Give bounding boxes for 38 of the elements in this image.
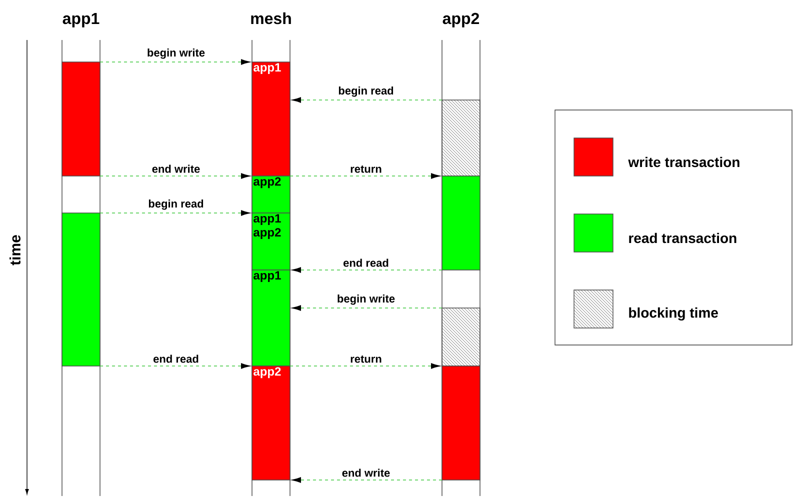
lane-heading: app1: [62, 13, 100, 28]
edge-label: end read: [342, 258, 390, 268]
edge-label: begin read: [337, 86, 395, 98]
transaction-block: app2: [252, 366, 290, 480]
transaction-block: [62, 62, 100, 176]
blocking-block: [442, 100, 480, 176]
lane-heading: mesh: [251, 12, 291, 24]
message-arrow: [100, 363, 250, 369]
edge-label: begin write: [146, 48, 206, 60]
lane-heading: app2: [442, 12, 480, 28]
transaction-block: app1 app2: [252, 212, 290, 270]
transaction-block: app1: [252, 270, 290, 366]
transaction-block: [62, 212, 100, 366]
transaction-block: app1: [252, 62, 290, 176]
legend-label: read transaction: [629, 232, 736, 244]
axis-label: time: [10, 235, 21, 266]
transaction-block: [442, 366, 480, 480]
message-arrow: [290, 363, 440, 369]
edge-label: begin write: [336, 294, 396, 306]
message-arrow: [292, 305, 442, 311]
message-arrow: [292, 97, 442, 103]
blocking-block: [442, 308, 480, 366]
edge-label: return: [349, 164, 383, 174]
message-arrow: [100, 210, 250, 216]
edge-label: end read: [152, 354, 200, 364]
message-arrow: [290, 173, 440, 179]
transaction-block: app2: [252, 176, 290, 214]
edge-label: return: [349, 354, 383, 364]
edge-label: end write: [150, 164, 202, 174]
legend-label: write transaction: [628, 156, 740, 168]
legend-label: blocking time: [629, 307, 718, 321]
transaction-block: [442, 176, 480, 270]
edge-label: end write: [340, 468, 392, 478]
message-arrow: [100, 173, 250, 179]
message-arrow: [292, 267, 442, 273]
message-arrow: [100, 59, 250, 65]
edge-label: begin read: [147, 198, 205, 211]
message-arrow: [292, 477, 442, 483]
